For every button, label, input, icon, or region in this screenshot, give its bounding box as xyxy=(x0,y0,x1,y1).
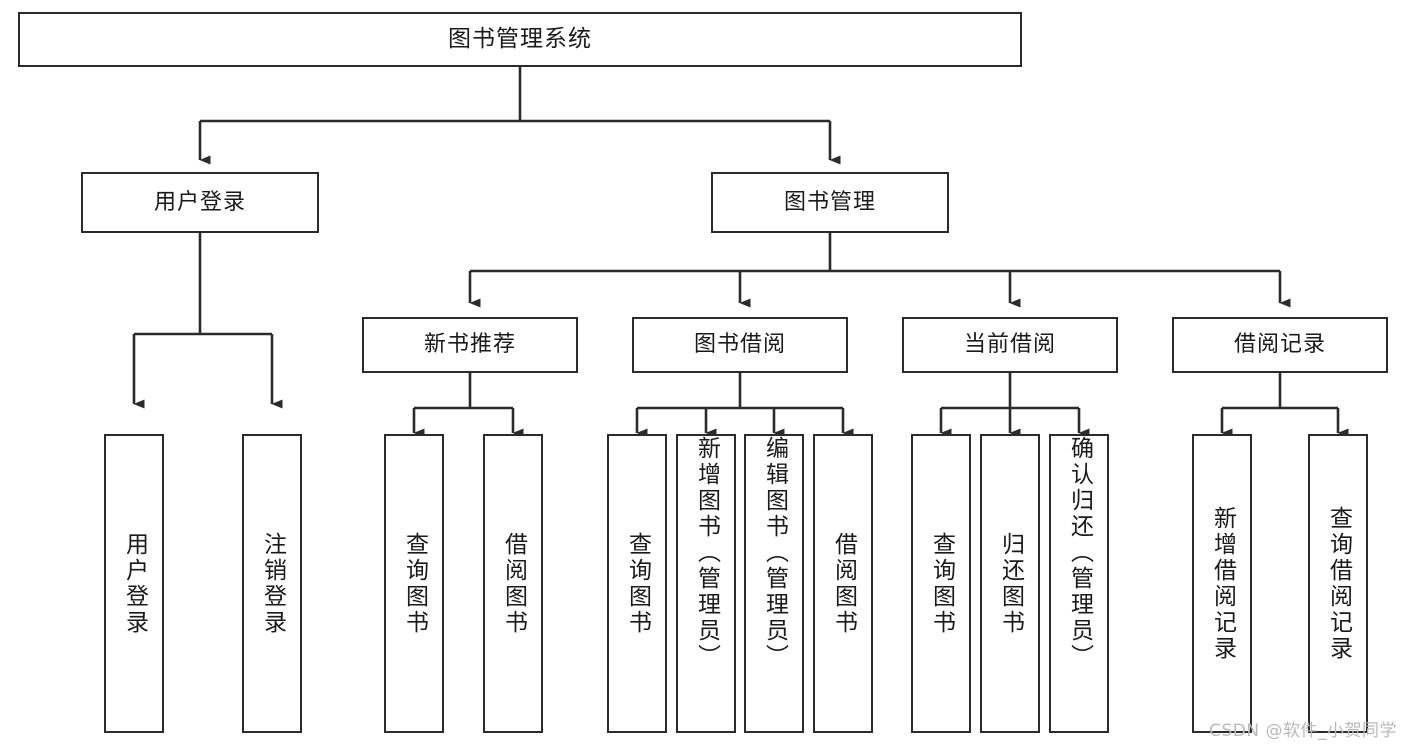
node-borrow-record-label: 借阅记录 xyxy=(1233,332,1326,358)
node-leaf-query-book-2[interactable]: 查询图书 xyxy=(607,434,667,733)
node-leaf-edit-book-label: 编辑图书（管理员） xyxy=(761,436,788,670)
node-leaf-user-login-label: 用户登录 xyxy=(121,531,148,636)
node-new-book-recommend[interactable]: 新书推荐 xyxy=(362,317,578,373)
node-leaf-query-book-3[interactable]: 查询图书 xyxy=(911,434,971,733)
node-leaf-query-book-1[interactable]: 查询图书 xyxy=(384,434,444,733)
node-leaf-query-book-1-label: 查询图书 xyxy=(401,531,428,636)
node-borrow-record[interactable]: 借阅记录 xyxy=(1172,317,1388,373)
node-book-manage-label: 图书管理 xyxy=(783,189,876,215)
node-leaf-return-book[interactable]: 归还图书 xyxy=(980,434,1040,733)
node-user-login-label: 用户登录 xyxy=(153,189,246,215)
node-root-label: 图书管理系统 xyxy=(448,25,592,52)
node-leaf-query-book-3-label: 查询图书 xyxy=(928,531,955,636)
node-book-borrow-label: 图书借阅 xyxy=(693,332,786,358)
node-leaf-confirm-return-label: 确认归还（管理员） xyxy=(1066,436,1093,670)
node-leaf-user-login[interactable]: 用户登录 xyxy=(104,434,164,733)
node-book-borrow[interactable]: 图书借阅 xyxy=(632,317,848,373)
node-current-borrow-label: 当前借阅 xyxy=(963,332,1056,358)
node-leaf-logout-login-label: 注销登录 xyxy=(259,531,286,636)
node-leaf-query-record[interactable]: 查询借阅记录 xyxy=(1308,434,1368,733)
node-leaf-edit-book[interactable]: 编辑图书（管理员） xyxy=(744,434,804,733)
node-leaf-add-record-label: 新增借阅记录 xyxy=(1209,505,1236,662)
node-leaf-add-book[interactable]: 新增图书（管理员） xyxy=(676,434,736,733)
node-leaf-return-book-label: 归还图书 xyxy=(997,531,1024,636)
node-leaf-query-book-2-label: 查询图书 xyxy=(624,531,651,636)
node-root[interactable]: 图书管理系统 xyxy=(18,12,1022,67)
node-user-login[interactable]: 用户登录 xyxy=(81,172,319,233)
node-book-manage[interactable]: 图书管理 xyxy=(711,172,949,233)
node-leaf-borrow-book-2-label: 借阅图书 xyxy=(830,531,857,636)
node-leaf-borrow-book-1-label: 借阅图书 xyxy=(500,531,527,636)
watermark: CSDN @软件_小贺同学 xyxy=(1209,721,1397,741)
node-leaf-borrow-book-2[interactable]: 借阅图书 xyxy=(813,434,873,733)
node-leaf-confirm-return[interactable]: 确认归还（管理员） xyxy=(1049,434,1109,733)
node-leaf-add-book-label: 新增图书（管理员） xyxy=(693,436,720,670)
node-leaf-borrow-book-1[interactable]: 借阅图书 xyxy=(483,434,543,733)
node-leaf-query-record-label: 查询借阅记录 xyxy=(1325,505,1352,662)
node-current-borrow[interactable]: 当前借阅 xyxy=(902,317,1118,373)
node-leaf-add-record[interactable]: 新增借阅记录 xyxy=(1192,434,1252,733)
node-leaf-logout-login[interactable]: 注销登录 xyxy=(242,434,302,733)
node-new-book-recommend-label: 新书推荐 xyxy=(423,332,516,358)
